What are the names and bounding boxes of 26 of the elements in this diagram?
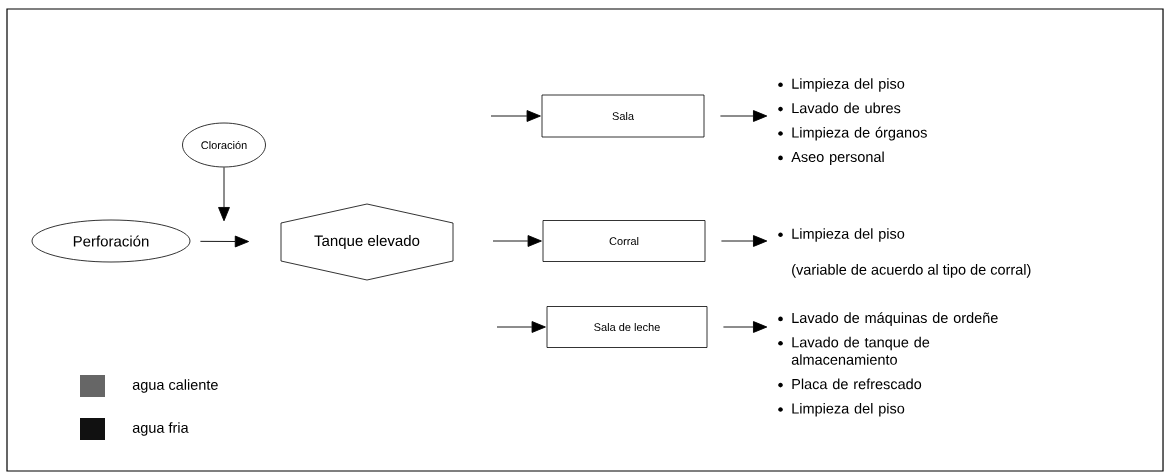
process-box: Sala de leche <box>546 306 708 348</box>
arrow <box>218 166 230 222</box>
arrow <box>492 235 542 247</box>
process-box: Corral <box>542 220 706 262</box>
arrow <box>722 321 768 333</box>
bullet-item: Placa de refrescado <box>778 378 922 390</box>
bullet-item: Limpieza de órganos <box>778 126 927 141</box>
oval-node: Cloración <box>182 122 266 168</box>
note-text: (variable de acuerdo al tipo de corral) <box>792 264 1031 278</box>
arrow <box>719 110 768 122</box>
bullet-item: Lavado de máquinas de ordeñe <box>778 312 998 326</box>
arrow <box>496 321 546 333</box>
arrow <box>490 110 541 122</box>
process-box: Sala <box>541 94 705 138</box>
hexagon-node: Tanque elevado <box>280 203 454 281</box>
bullet-item: Limpieza del piso <box>778 78 905 92</box>
arrow <box>199 235 250 248</box>
bullet-item: Lavado de tanque de almacenamiento <box>778 336 930 365</box>
legend-label: agua fria <box>132 422 189 436</box>
bullet-item: Limpieza del piso <box>778 228 905 242</box>
oval-node: Perforación <box>31 219 191 263</box>
bullet-item: Lavado de ubres <box>778 102 901 114</box>
arrow <box>720 235 768 247</box>
bullet-item: Limpieza del piso <box>778 402 905 417</box>
legend-label: agua caliente <box>132 379 218 393</box>
bullet-item: Aseo personal <box>778 151 884 165</box>
